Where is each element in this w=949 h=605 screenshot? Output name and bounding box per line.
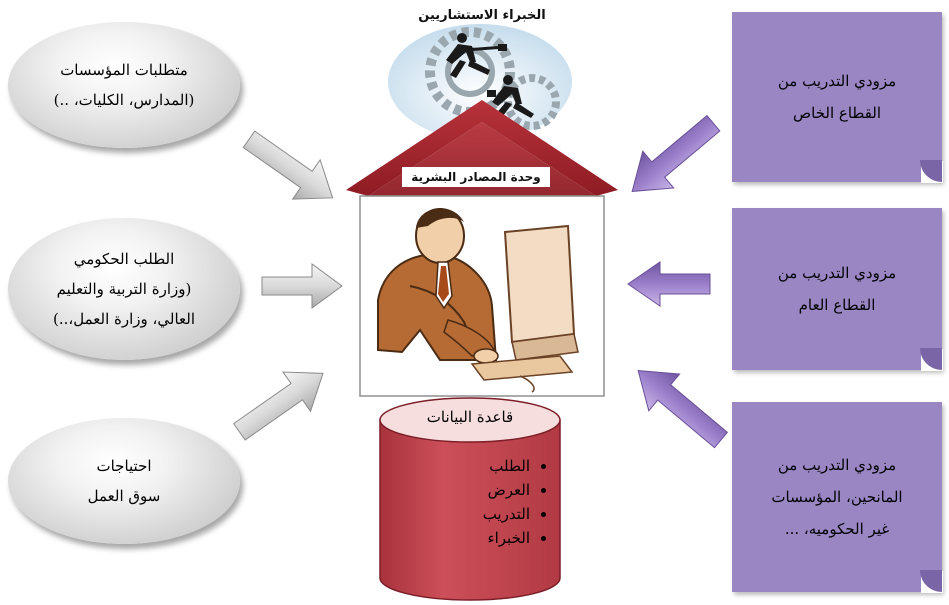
card-line: القطاع الخاص xyxy=(792,104,882,122)
experts-label: الخبراء الاستشاريين xyxy=(418,8,546,23)
ellipse-line: احتياجات xyxy=(96,457,152,475)
list-item: العرض xyxy=(400,478,530,502)
labor-market-needs-ellipse: احتياجات سوق العمل xyxy=(8,418,240,544)
government-demand-ellipse: الطلب الحكومي (وزارة التربية والتعليم ال… xyxy=(8,218,240,360)
arrow-donors-to-unit xyxy=(637,370,729,449)
public-sector-providers-card: مزودي التدريب من القطاع العام xyxy=(732,208,943,371)
experts-illustration xyxy=(388,24,572,140)
ellipse-line: متطلبات المؤسسات xyxy=(60,61,188,79)
arrow-labor-market-to-unit xyxy=(232,371,324,441)
ellipse-line: سوق العمل xyxy=(87,487,161,505)
card-line: مزودي التدريب من xyxy=(777,264,897,282)
card-line: غير الحكوميه، ... xyxy=(784,520,890,538)
card-line: مزودي التدريب من xyxy=(777,72,897,90)
donors-ngo-providers-card: مزودي التدريب من المانحين، المؤسسات غير … xyxy=(732,402,943,593)
ellipse-line: (وزارة التربية والتعليم xyxy=(56,280,192,298)
list-item: الخبراء xyxy=(400,526,530,550)
arrow-institutions-to-unit xyxy=(242,130,334,200)
card-line: مزودي التدريب من xyxy=(777,456,897,474)
ellipse-line: العالي، وزارة العمل،..) xyxy=(53,310,195,328)
database-cylinder xyxy=(379,397,561,601)
ellipse-line: (المدارس، الكليات، ..) xyxy=(53,91,195,109)
private-sector-providers-card: مزودي التدريب من القطاع الخاص xyxy=(732,12,943,183)
hr-unit-label: وحدة المصادر البشرية xyxy=(411,170,541,184)
list-item: الطلب xyxy=(400,454,530,478)
ellipse-line: الطلب الحكومي xyxy=(73,250,175,268)
arrow-government-to-unit xyxy=(261,263,343,309)
database-items-list: الطلب العرض التدريب الخبراء xyxy=(400,454,548,550)
card-line: المانحين، المؤسسات xyxy=(771,488,903,506)
arrow-public-sector-to-unit xyxy=(627,261,711,307)
institutions-requirements-ellipse: متطلبات المؤسسات (المدارس، الكليات، ..) xyxy=(8,22,240,148)
person-at-computer-illustration xyxy=(377,208,579,393)
list-item: التدريب xyxy=(400,502,530,526)
arrow-private-sector-to-unit xyxy=(631,114,721,192)
card-line: القطاع العام xyxy=(798,296,876,314)
database-title: قاعدة البيانات xyxy=(426,408,514,426)
house-roof xyxy=(346,100,618,196)
